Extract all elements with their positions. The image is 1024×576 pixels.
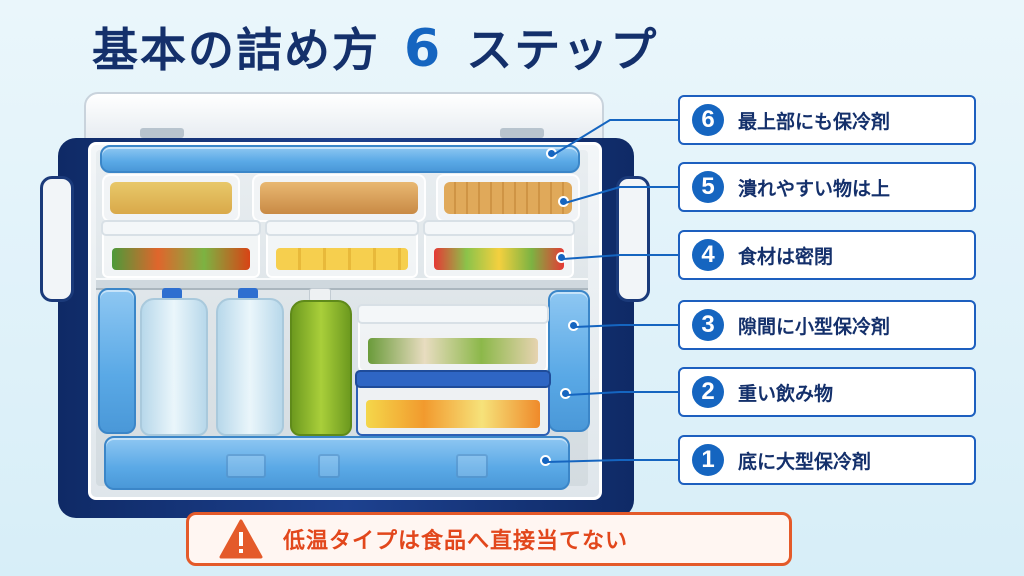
step-label: 最上部にも保冷剤: [738, 110, 891, 133]
bottle-cap: [162, 288, 182, 300]
bottom-ice-pack: [104, 436, 570, 490]
step-label: 潰れやすい物は上: [738, 177, 891, 200]
callout-dot: [540, 455, 551, 466]
food-container-white-lid: [357, 304, 549, 372]
small-ice-pack-right: [548, 290, 590, 432]
step-label: 重い飲み物: [738, 382, 834, 405]
lid-hinge: [500, 128, 544, 138]
shelf: [96, 278, 588, 290]
small-ice-pack-left: [98, 288, 136, 434]
title-suffix: ステップ: [466, 23, 659, 77]
bread-bag: [252, 174, 426, 222]
step-5: 5 潰れやすい物は上: [678, 162, 976, 212]
lid-hinge: [140, 128, 184, 138]
green-tea-bottle: [290, 300, 352, 436]
callout-dot: [560, 388, 571, 399]
step-number-badge: 6: [692, 104, 724, 136]
top-ice-pack: [100, 145, 580, 173]
step-2: 2 重い飲み物: [678, 367, 976, 417]
callout-dot: [568, 320, 579, 331]
cooler-handle-left: [40, 176, 74, 302]
warning-triangle-icon: [219, 519, 263, 559]
cooler-illustration: [40, 92, 650, 518]
callout-dot: [556, 252, 567, 263]
food-container-blue-lid: [355, 370, 551, 436]
title-main: 基本の詰め方: [92, 23, 380, 77]
salad-container: [423, 220, 575, 278]
step-label: 底に大型保冷剤: [738, 450, 872, 473]
water-bottle: [140, 298, 208, 436]
step-number-badge: 1: [692, 444, 724, 476]
step-label: 食材は密閉: [738, 245, 834, 268]
tamagoyaki-container: [265, 220, 419, 278]
vegetable-container: [101, 220, 261, 278]
bottle-cap: [238, 288, 258, 300]
step-6: 6 最上部にも保冷剤: [678, 95, 976, 145]
title-number: 6: [404, 19, 443, 79]
step-label: 隙間に小型保冷剤: [738, 315, 891, 338]
step-number-badge: 5: [692, 171, 724, 203]
step-1: 1 底に大型保冷剤: [678, 435, 976, 485]
step-4: 4 食材は密閉: [678, 230, 976, 280]
cooler-handle-right: [616, 176, 650, 302]
warning-text: 低温タイプは食品へ直接当てない: [283, 529, 629, 554]
warning-banner: 低温タイプは食品へ直接当てない: [186, 512, 792, 566]
step-number-badge: 3: [692, 309, 724, 341]
water-bottle: [216, 298, 284, 436]
step-number-badge: 4: [692, 239, 724, 271]
step-3: 3 隙間に小型保冷剤: [678, 300, 976, 350]
page-title: 基本の詰め方 6 ステップ: [92, 14, 658, 80]
step-number-badge: 2: [692, 376, 724, 408]
crackers-bag: [436, 174, 580, 222]
